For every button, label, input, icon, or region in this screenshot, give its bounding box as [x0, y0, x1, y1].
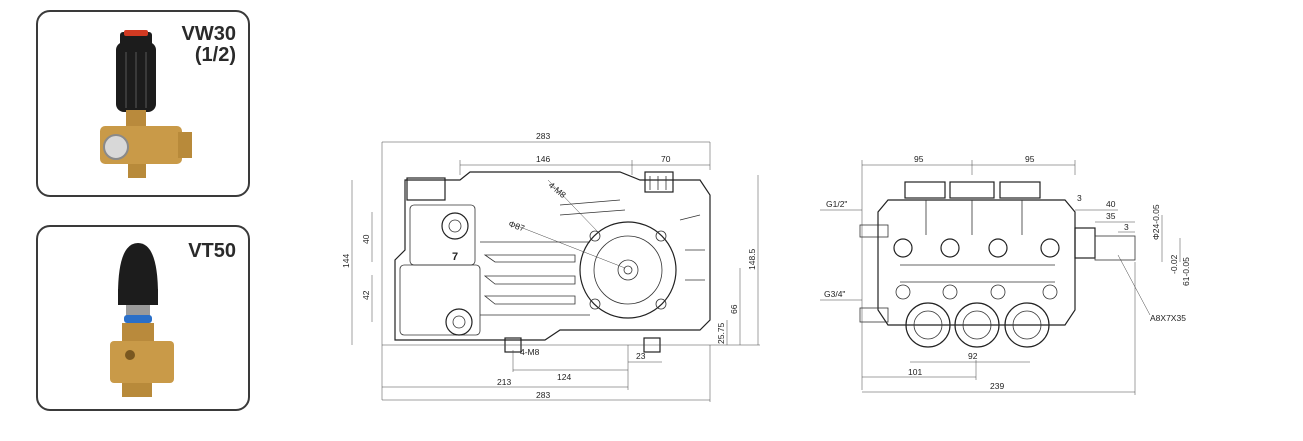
dim-side-239: 239 [990, 381, 1004, 391]
dim-height-66: 66 [729, 304, 739, 314]
unloader-valve-vw30-icon [100, 30, 192, 178]
product-card-vw30: VW30 (1/2) [36, 10, 250, 197]
dim-shaft-tol2: 61-0.05 [1181, 257, 1191, 286]
side-view: 95 95 G1/2" G3/4" 3 40 35 3 Φ24-0.05 -0.… [820, 154, 1191, 395]
port-top-label: G1/2" [826, 199, 847, 209]
dim-mount-holes: 4-M8 [547, 180, 568, 200]
port-bottom-label: G3/4" [824, 289, 845, 299]
product-size: (1/2) [194, 44, 236, 66]
dim-overall-bottom: 283 [536, 390, 550, 400]
unloader-valve-vt50-icon [110, 243, 174, 397]
product-model: VT50 [188, 240, 236, 262]
dim-overall-top: 283 [536, 131, 550, 141]
front-view: 283 146 70 4-M8 Φ87 4-M8 7 144 40 42 148… [341, 131, 760, 402]
product-title: VW30 (1/2) [182, 24, 236, 66]
dim-side-3b: 3 [1124, 222, 1129, 232]
dim-circle-dia: Φ87 [507, 218, 526, 233]
dim-side-3a: 3 [1077, 193, 1082, 203]
dim-side-101: 101 [908, 367, 922, 377]
dim-side-top-left: 95 [914, 154, 924, 164]
dim-height-total: 144 [341, 254, 351, 268]
dim-top-right: 70 [661, 154, 671, 164]
dim-height-right: 148.5 [747, 248, 757, 270]
dim-key: A8X7X35 [1150, 313, 1186, 323]
dim-height-upper: 40 [361, 234, 371, 244]
dim-bottom-213: 213 [497, 377, 511, 387]
product-title: VT50 [188, 241, 236, 262]
dim-height-lower: 42 [361, 290, 371, 300]
dim-top-left: 146 [536, 154, 550, 164]
product-model: VW30 [181, 23, 236, 45]
dim-mark-7: 7 [452, 251, 458, 263]
dim-bottom-124: 124 [557, 372, 571, 382]
dim-side-92: 92 [968, 351, 978, 361]
dim-shaft-tol1: -0.02 [1169, 254, 1179, 274]
dim-side-top-right: 95 [1025, 154, 1035, 164]
product-card-vt50: VT50 [36, 225, 250, 411]
dim-shaft-dia: Φ24-0.05 [1151, 204, 1161, 240]
dim-height-2575: 25.75 [716, 322, 726, 344]
dim-bottom-23: 23 [636, 351, 646, 361]
dim-side-40: 40 [1106, 199, 1116, 209]
dim-base-holes: 4-M8 [520, 347, 540, 357]
dim-side-35: 35 [1106, 211, 1116, 221]
